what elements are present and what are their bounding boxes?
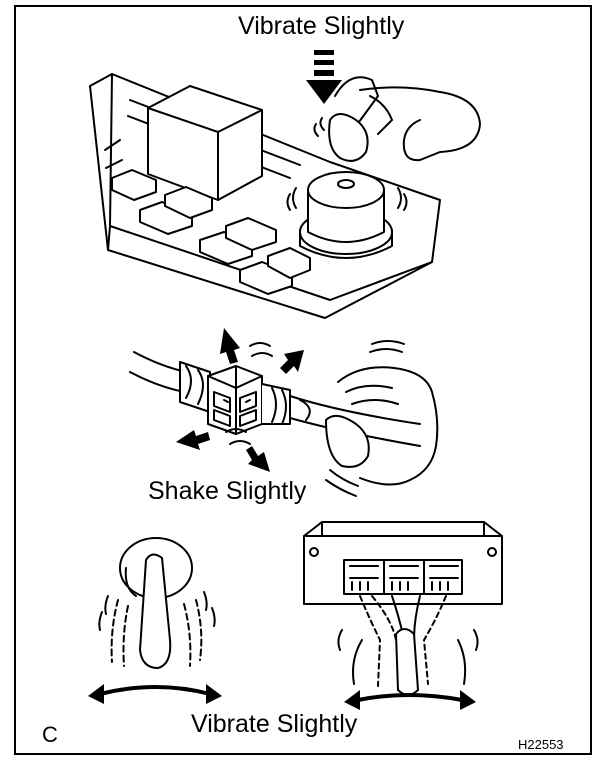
- bottom-caption: Vibrate Slightly: [191, 710, 357, 739]
- double-headed-arc-arrow-icon: [88, 684, 222, 704]
- corner-letter: C: [42, 722, 58, 748]
- top-caption: Vibrate Slightly: [238, 12, 404, 41]
- down-arrow-icon: [306, 50, 342, 104]
- connector-assembly: [130, 352, 420, 446]
- junction-block: [304, 522, 502, 604]
- round-relay: [300, 172, 392, 258]
- grommet-wire: [99, 538, 214, 668]
- wire-bundle: [338, 596, 477, 695]
- middle-caption: Shake Slightly: [148, 477, 306, 506]
- connector-housing: [208, 366, 262, 434]
- tapping-hand: [329, 77, 480, 161]
- figure-code: H22553: [518, 737, 564, 752]
